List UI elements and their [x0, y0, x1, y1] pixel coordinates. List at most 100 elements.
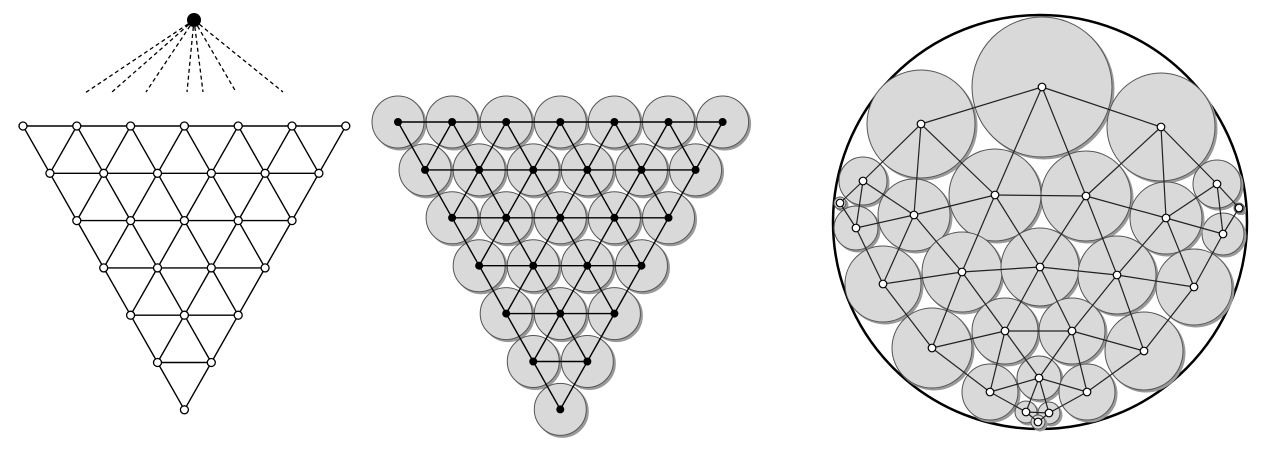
contact-edge	[882, 271, 963, 285]
lattice-edge	[318, 125, 347, 174]
contact-edge	[1048, 391, 1088, 414]
contact-edge	[1116, 274, 1145, 352]
contact-edge	[1116, 274, 1195, 288]
lattice-node	[206, 168, 216, 178]
lattice-edge	[103, 220, 132, 269]
contact-edge	[1085, 126, 1162, 197]
disk-center	[637, 261, 646, 270]
contact-edge	[586, 217, 616, 267]
lattice-edge	[264, 125, 293, 174]
contact-edge	[613, 169, 643, 219]
contact-edge	[532, 169, 561, 219]
lattice-node	[179, 405, 190, 415]
contact-edge	[1116, 217, 1167, 276]
contact-edge	[694, 121, 724, 171]
lattice-edge	[129, 314, 159, 363]
lattice-node	[152, 357, 163, 368]
lattice-edge	[183, 314, 212, 363]
disk-center	[916, 119, 926, 129]
contact-edge	[505, 217, 534, 267]
lattice-node	[287, 215, 297, 226]
contact-edge	[1160, 126, 1167, 219]
disk-center	[529, 261, 538, 270]
disk-center	[1112, 270, 1122, 280]
lattice-edge	[291, 125, 320, 174]
lattice-node	[152, 263, 163, 273]
disk-center	[610, 118, 619, 126]
lattice-edge	[210, 172, 239, 221]
disk-center	[1212, 179, 1222, 189]
contact-edge	[478, 265, 507, 314]
disk-center	[664, 118, 673, 126]
contact-edge	[478, 217, 507, 267]
lattice-edge	[237, 267, 266, 316]
contact-edge	[882, 283, 933, 349]
lattice-node	[125, 121, 136, 131]
contact-edge	[994, 194, 1087, 197]
contact-edge	[613, 217, 643, 267]
lattice-edge	[183, 362, 212, 411]
lattice-node	[152, 168, 163, 178]
contact-edge	[931, 330, 1006, 349]
disk-center	[421, 165, 430, 174]
contact-edge	[532, 121, 561, 171]
contact-edge	[1039, 266, 1073, 332]
lattice-edge	[237, 172, 266, 221]
lattice-node	[179, 215, 190, 226]
lattice-edge	[291, 172, 320, 221]
contact-edge	[855, 227, 884, 285]
disk-center	[1035, 262, 1045, 272]
disk-center	[502, 309, 511, 318]
contact-edge	[424, 169, 453, 219]
lattice-edge	[264, 172, 293, 221]
disk-center	[556, 405, 565, 414]
lattice-edge	[237, 125, 266, 174]
disk-center	[556, 118, 565, 126]
lattice-edge	[103, 125, 132, 174]
contact-edge	[1086, 350, 1145, 393]
contact-edge	[478, 169, 507, 219]
contact-edge	[882, 214, 915, 285]
disk-center	[1000, 326, 1010, 336]
disk-center	[1067, 326, 1077, 336]
lattice-edge	[156, 314, 186, 363]
disk-center	[610, 309, 619, 318]
disk-center	[1034, 373, 1044, 383]
disk-center	[448, 213, 457, 222]
contact-edge	[862, 180, 915, 216]
disk-center	[1218, 229, 1228, 239]
contact-edge	[1222, 207, 1240, 235]
contact-edge	[1143, 286, 1195, 352]
disk-center	[1161, 213, 1171, 223]
panel-circle-packing-in-circle	[831, 13, 1249, 431]
lattice-edge	[183, 172, 212, 221]
dashed-ray	[186, 19, 195, 93]
lattice-node	[72, 121, 82, 131]
lattice-node	[233, 121, 243, 131]
disk-center	[718, 118, 727, 126]
contact-edge	[640, 217, 670, 267]
lattice-edge	[210, 125, 239, 174]
contact-edge	[1039, 195, 1087, 268]
lattice-edge	[210, 220, 239, 269]
lattice-edge	[129, 172, 159, 221]
disk-center	[610, 213, 619, 222]
panel-triangular-lattice	[18, 13, 351, 415]
contact-edge	[505, 313, 534, 362]
disk-center	[1156, 122, 1166, 132]
contact-edge	[586, 265, 616, 314]
lattice-node	[99, 263, 109, 273]
disk-center	[1081, 191, 1091, 201]
lattice-edge	[76, 220, 105, 269]
contact-edge	[931, 271, 963, 349]
disk-center	[637, 165, 646, 174]
lattice-edge	[183, 267, 212, 316]
contact-edge	[989, 391, 1027, 413]
contact-edge	[913, 123, 922, 216]
contact-edge	[451, 121, 480, 171]
disk-center	[1037, 82, 1047, 92]
contact-edge	[855, 214, 915, 229]
lattice-node	[314, 168, 324, 178]
